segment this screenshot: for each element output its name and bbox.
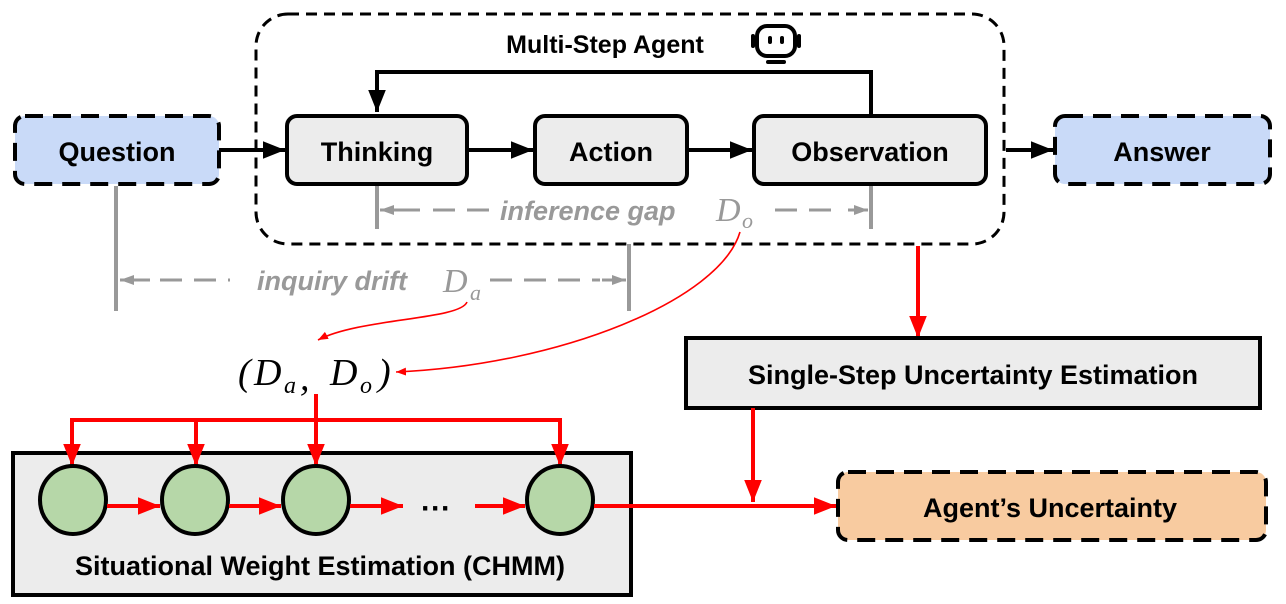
tuple-s2: o [360, 373, 372, 399]
single-step-node [684, 336, 1262, 410]
observation-label: Observation [791, 137, 949, 167]
feedback-loop-arrow [368, 70, 873, 116]
question-node [13, 114, 221, 186]
tuple-s1: a [284, 373, 296, 399]
answer-node [1053, 114, 1272, 186]
inquiry-drift-annotation: inquiry drift D a [114, 186, 631, 311]
single-step-label: Single-Step Uncertainty Estimation [748, 360, 1198, 390]
tuple-d1: D [253, 352, 281, 394]
chmm-node-2 [160, 464, 230, 536]
inquiry-drift-symbol: D [442, 263, 468, 300]
tuple-close-paren: ) [376, 352, 391, 394]
arrow-do-to-tuple [395, 231, 741, 376]
question-label: Question [58, 137, 175, 167]
inference-gap-annotation: inference gap D o [375, 186, 873, 233]
chmm-label: Situational Weight Estimation (CHMM) [75, 551, 565, 581]
inference-gap-label: inference gap [500, 196, 676, 226]
arrow-da-to-tuple [317, 301, 468, 341]
tuple-open-paren: ( [238, 352, 253, 394]
chmm-node-1 [38, 464, 108, 536]
robot-icon [751, 24, 801, 64]
action-label: Action [569, 137, 653, 167]
tuple-distribution-arrows [63, 394, 569, 466]
multi-step-agent-group [254, 12, 1006, 246]
chmm-node-n [525, 464, 595, 536]
multi-step-agent-title: Multi-Step Agent [506, 31, 704, 59]
observation-node [752, 114, 988, 186]
chmm-ellipsis: ··· [421, 492, 451, 525]
agents-uncertainty-label: Agent’s Uncertainty [923, 493, 1177, 523]
inference-gap-subscript: o [742, 208, 753, 233]
tuple-da-do: ( D a , D o ) [238, 352, 391, 399]
thinking-label: Thinking [321, 137, 433, 167]
answer-label: Answer [1113, 137, 1211, 167]
inquiry-drift-label: inquiry drift [257, 266, 408, 296]
tuple-d2: D [329, 352, 357, 394]
chmm-node-3 [281, 464, 351, 536]
agents-uncertainty-node [836, 470, 1268, 542]
tuple-comma: , [300, 357, 310, 399]
inference-gap-symbol: D [715, 192, 741, 229]
inquiry-drift-subscript: a [470, 280, 481, 305]
